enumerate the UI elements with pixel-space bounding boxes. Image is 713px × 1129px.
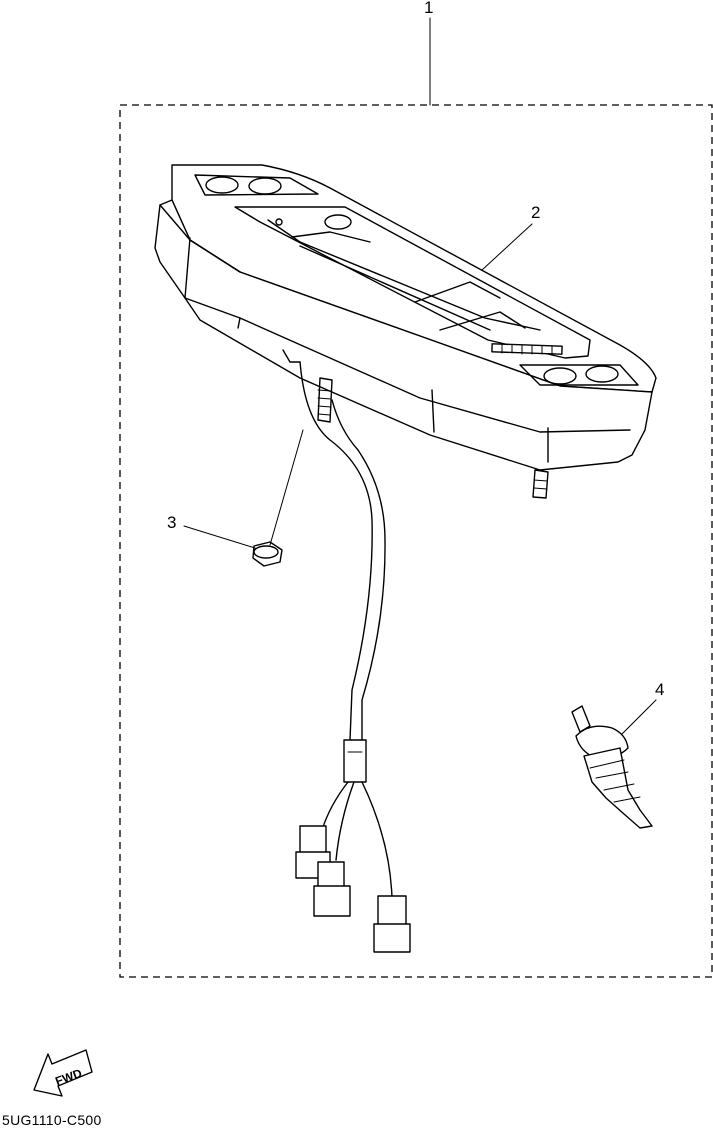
meter-bar-segments	[491, 343, 563, 356]
coupler-3[interactable]	[373, 895, 411, 953]
coupler-1[interactable]	[295, 825, 331, 879]
flange-nut[interactable]	[252, 429, 304, 567]
coupler-2[interactable]	[313, 861, 351, 917]
bulb-socket[interactable]	[571, 705, 653, 829]
harness-branch-1	[321, 781, 349, 831]
harness-wire-left-edge	[299, 361, 373, 741]
callout-4[interactable]: 4	[621, 680, 664, 735]
harness-branch-3	[361, 781, 393, 899]
harness-branch-2	[335, 781, 355, 861]
meter-indicator-lamps	[194, 174, 639, 386]
meter-lower-ridge	[184, 297, 631, 433]
callout-4-leader	[621, 699, 657, 735]
meter-body	[154, 199, 653, 471]
meter-mounting-studs	[282, 349, 549, 499]
harness-wire-right-edge	[331, 399, 386, 741]
meter-assembly[interactable]	[154, 164, 657, 499]
callout-3[interactable]: 3	[167, 513, 256, 549]
callout-4-label: 4	[655, 680, 664, 699]
callout-2[interactable]: 2	[481, 203, 540, 271]
callout-1[interactable]: 1	[424, 0, 433, 106]
callout-2-leader	[481, 223, 533, 271]
fwd-arrow-icon: FWD	[33, 1049, 93, 1097]
diagram-code: 5UG1110-C500	[2, 1112, 102, 1128]
callout-3-leader	[183, 525, 256, 549]
callout-3-label: 3	[167, 513, 176, 532]
nut-to-stud-guide	[269, 429, 304, 546]
callout-1-label: 1	[424, 0, 433, 17]
meter-display-window	[234, 206, 591, 359]
harness-sleeve	[343, 739, 367, 783]
wire-harness[interactable]	[299, 361, 393, 899]
callout-2-label: 2	[531, 203, 540, 222]
